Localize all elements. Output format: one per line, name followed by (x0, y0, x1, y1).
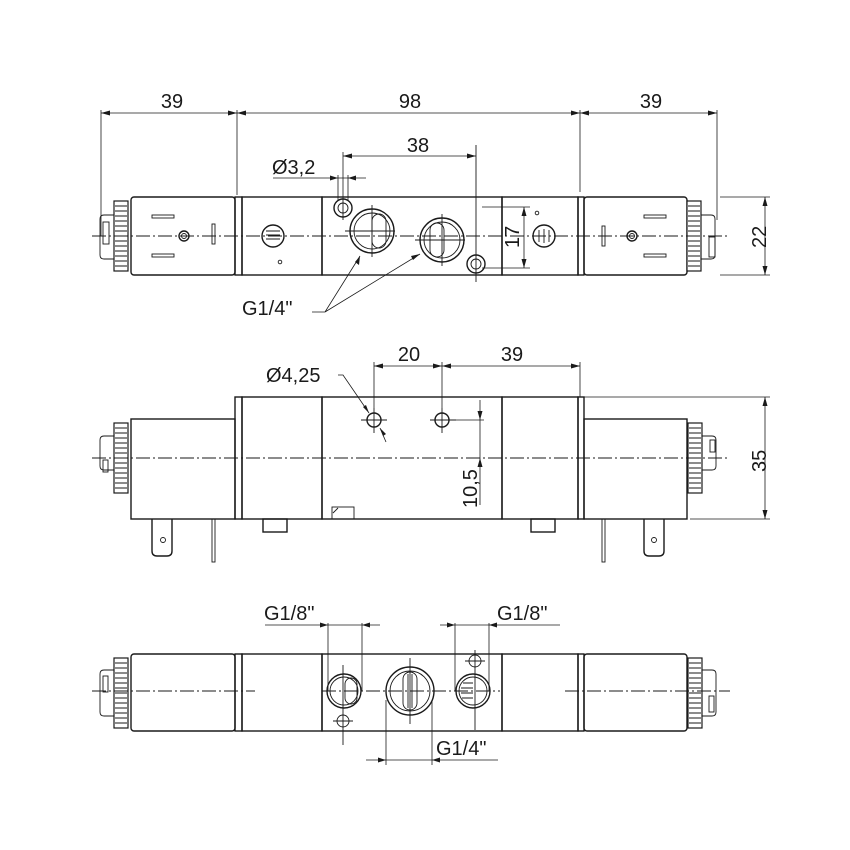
dim-mount-hole: Ø3,2 (272, 157, 315, 179)
dim-body-height: 35 (749, 450, 771, 472)
label-port-thread: G1/4" (242, 298, 292, 320)
label-main-port: G1/4" (436, 738, 486, 760)
left-coil-front (130, 418, 236, 520)
dim-body-width: 22 (749, 226, 771, 248)
bottom-view: G1/8" G1/8" G1/4" (92, 603, 730, 765)
dim-hole-to-end: 39 (501, 344, 523, 366)
label-left-pilot-port: G1/8" (264, 603, 314, 625)
dim-hole-spacing: 20 (398, 344, 420, 366)
manual-override-left-icon (261, 224, 285, 248)
front-view: 20 39 Ø4,25 10,5 35 (92, 344, 771, 563)
dim-left-coil: 39 (161, 91, 183, 113)
right-coil-front (583, 418, 688, 520)
dim-right-coil: 39 (640, 91, 662, 113)
dim-port-height: 17 (502, 226, 524, 248)
dim-hole-offset: 10,5 (460, 469, 482, 508)
dim-hole-dia: Ø4,25 (266, 365, 320, 387)
dim-body-length: 98 (399, 91, 421, 113)
label-right-pilot-port: G1/8" (497, 603, 547, 625)
top-view: 39 98 39 38 Ø3,2 17 22 G1/4" (92, 91, 771, 320)
dim-port-spacing: 38 (407, 135, 429, 157)
